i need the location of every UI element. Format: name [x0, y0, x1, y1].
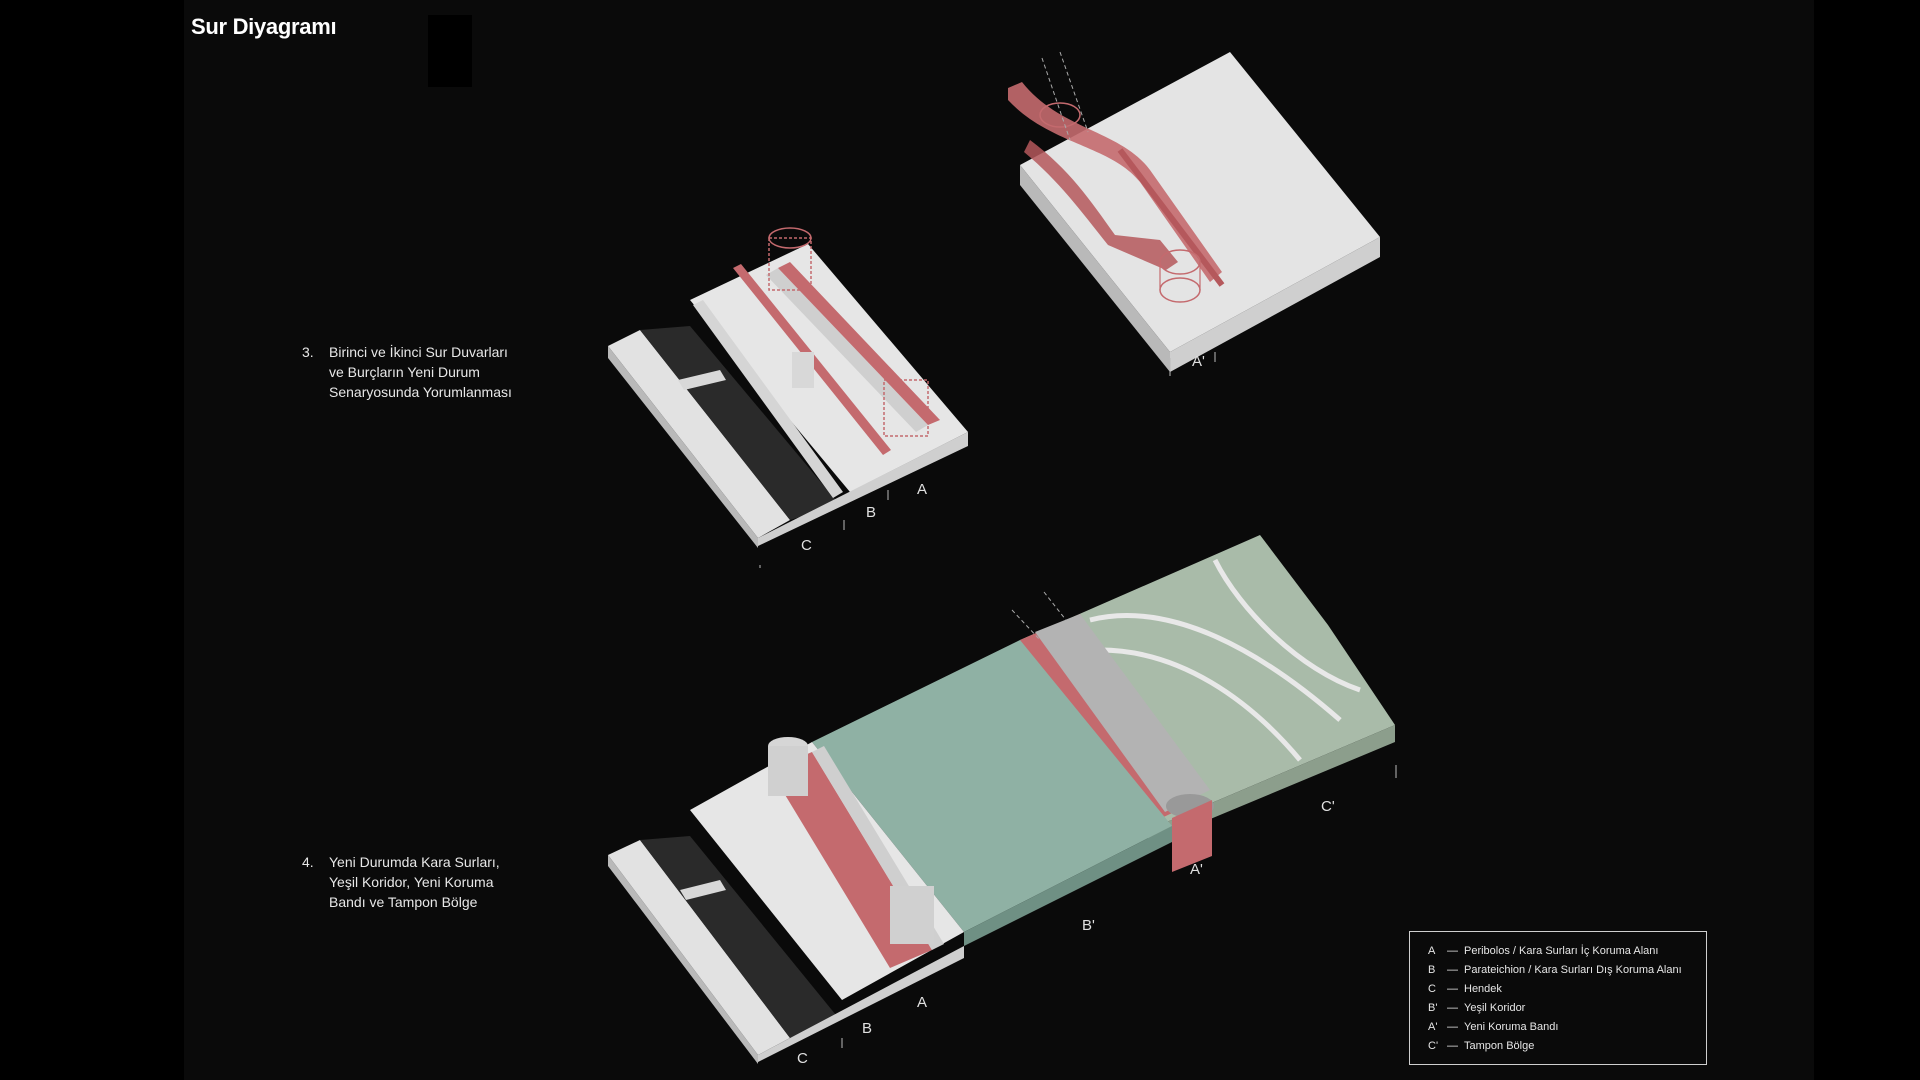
label-bot-a: A: [917, 994, 927, 1011]
top-slab-left-side: [1020, 165, 1170, 372]
second-wall: [693, 300, 843, 498]
outer-wall-top: [608, 840, 790, 1055]
label-bot-a-prime: A': [1190, 861, 1203, 878]
top-slab-surface: [1020, 52, 1380, 352]
ghost-tower-top: [1039, 102, 1081, 128]
legend-dash: —: [1447, 1021, 1458, 1033]
middle-diagram: [608, 227, 968, 568]
legend-key: B': [1428, 1002, 1438, 1014]
legend-box: A — Peribolos / Kara Surları İç Koruma A…: [1409, 931, 1707, 1065]
label-mid-b: B: [866, 504, 876, 521]
buffer-path: [1089, 613, 1342, 722]
label-mid-a: A: [917, 481, 927, 498]
small-tower: [792, 352, 814, 388]
title-dark-mark: [428, 15, 472, 87]
outer-wall-top: [608, 330, 790, 538]
wall-slab-right-side: [758, 946, 964, 1062]
band-cylinder-body: [1035, 614, 1210, 812]
legend-desc: Parateichion / Kara Surları Dış Koruma A…: [1464, 964, 1682, 976]
wall-slab-right-side: [758, 432, 968, 546]
outer-wall-side: [608, 855, 758, 1064]
new-protection-band: [1008, 82, 1222, 282]
top-diagram: [1008, 51, 1380, 376]
legend-dash: —: [1447, 964, 1458, 976]
scenario-3-text: Birinci ve İkinci Sur Duvarları ve Burçl…: [329, 344, 512, 400]
legend-key: B: [1428, 964, 1436, 976]
guide-dash: [1043, 591, 1067, 621]
legend-desc: Tampon Bölge: [1464, 1040, 1535, 1052]
legend-key: C': [1428, 1040, 1439, 1052]
label-bot-c-prime: C': [1321, 798, 1335, 815]
moat: [640, 836, 840, 1038]
label-bot-b-prime: B': [1082, 917, 1095, 934]
bottom-diagram: [608, 535, 1397, 1064]
tower-body: [768, 746, 808, 796]
moat-bridge: [680, 880, 726, 900]
legend-key: A': [1428, 1021, 1438, 1033]
legend-dash: —: [1447, 1002, 1458, 1014]
first-wall-top: [766, 268, 928, 432]
label-top-a-prime: A': [1192, 353, 1205, 370]
guide-dash: [1059, 51, 1089, 133]
legend-key: C: [1428, 983, 1436, 995]
band-edge-line: [1117, 148, 1225, 287]
moat-bridge: [678, 370, 726, 390]
label-bot-b: B: [862, 1020, 872, 1037]
legend-desc: Hendek: [1464, 983, 1502, 995]
legend-dash: —: [1447, 983, 1458, 995]
scenario-3-number: 3.: [302, 344, 314, 360]
scenario-4-number: 4.: [302, 854, 314, 870]
first-wall-inner-red: [778, 262, 940, 425]
moat: [640, 326, 840, 520]
outer-wall-side: [608, 346, 758, 548]
legend-desc: Yeşil Koridor: [1464, 1002, 1526, 1014]
legend-dash: —: [1447, 945, 1458, 957]
green-corridor: [812, 640, 1172, 932]
buffer-path: [1212, 558, 1361, 693]
page-title: Sur Diyagramı: [191, 14, 337, 39]
tower-body-2: [890, 886, 934, 944]
buffer-path: [1099, 647, 1302, 762]
guide-dash: [1041, 57, 1071, 141]
legend-key: A: [1428, 945, 1436, 957]
green-corridor-side: [964, 826, 1172, 946]
band-side-red: [1172, 800, 1212, 872]
ghost-tower-body-2: [883, 379, 929, 437]
label-bot-c: C: [797, 1050, 808, 1067]
legend-dash: —: [1447, 1040, 1458, 1052]
new-protection-band-lower: [1024, 140, 1178, 270]
top-slab-right-side: [1170, 237, 1380, 372]
legend-desc: Peribolos / Kara Surları İç Koruma Alanı: [1464, 945, 1659, 957]
ghost-tower-body: [768, 237, 812, 291]
legend-desc: Yeni Koruma Bandı: [1464, 1021, 1559, 1033]
wall-slab-surface: [690, 244, 968, 492]
label-mid-c: C: [801, 537, 812, 554]
scenario-4-text: Yeni Durumda Kara Surları, Yeşil Koridor…: [329, 854, 500, 910]
